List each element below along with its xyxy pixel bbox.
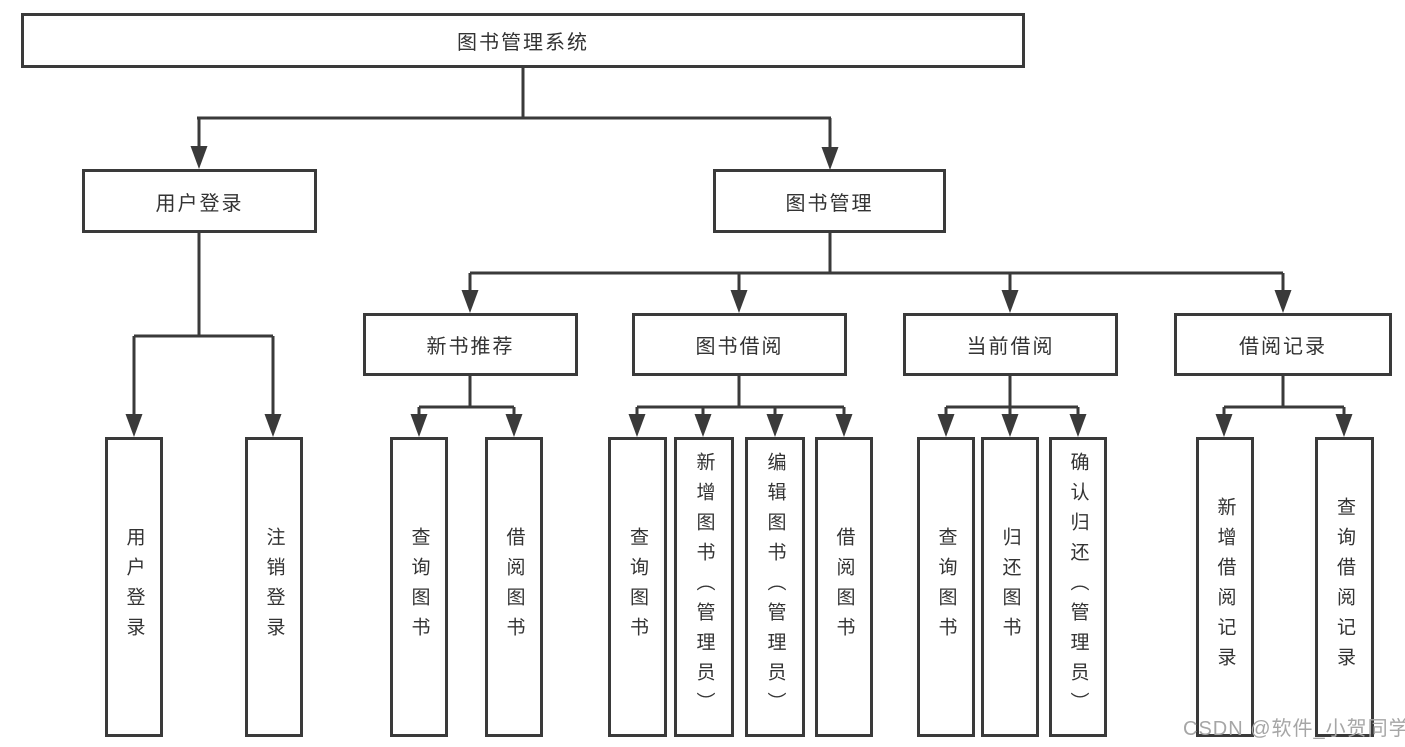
node-borrow-records-label: 借阅记录 <box>1239 336 1327 358</box>
node-new-book-recommend-label: 新书推荐 <box>426 336 515 358</box>
node-leaf-query-book-current-label: 查询图书 <box>935 527 957 647</box>
node-leaf-confirm-return-admin: 确认归还（管理员） <box>1049 437 1107 737</box>
node-book-management: 图书管理 <box>713 169 946 233</box>
node-leaf-add-book-admin: 新增图书（管理员） <box>674 437 734 737</box>
watermark: CSDN @软件_小贺同学 <box>1183 718 1405 740</box>
node-leaf-add-borrow-record-label: 新增借阅记录 <box>1214 497 1236 677</box>
node-leaf-add-borrow-record: 新增借阅记录 <box>1196 437 1254 737</box>
node-root-label: 图书管理系统 <box>457 32 589 54</box>
node-root: 图书管理系统 <box>21 13 1025 68</box>
node-leaf-return-book: 归还图书 <box>981 437 1039 737</box>
node-book-management-label: 图书管理 <box>785 192 874 215</box>
node-leaf-query-book-borrow: 查询图书 <box>608 437 667 737</box>
node-leaf-user-login-label: 用户登录 <box>123 527 145 647</box>
node-leaf-confirm-return-admin-label: 确认归还（管理员） <box>1067 452 1089 722</box>
node-user-login-label: 用户登录 <box>155 192 244 215</box>
node-book-borrow-label: 图书借阅 <box>695 336 784 358</box>
node-book-borrow: 图书借阅 <box>632 313 847 376</box>
node-leaf-borrow-book-recommend-label: 借阅图书 <box>503 527 525 647</box>
node-leaf-borrow-book: 借阅图书 <box>815 437 873 737</box>
node-new-book-recommend: 新书推荐 <box>363 313 578 376</box>
node-leaf-query-book-borrow-label: 查询图书 <box>627 527 648 647</box>
node-current-borrow: 当前借阅 <box>903 313 1118 376</box>
node-leaf-edit-book-admin: 编辑图书（管理员） <box>745 437 805 737</box>
node-leaf-query-book-recommend: 查询图书 <box>390 437 448 737</box>
node-leaf-edit-book-admin-label: 编辑图书（管理员） <box>764 452 786 722</box>
node-leaf-add-book-admin-label: 新增图书（管理员） <box>693 452 715 722</box>
node-leaf-query-borrow-record: 查询借阅记录 <box>1315 437 1374 737</box>
node-leaf-query-borrow-record-label: 查询借阅记录 <box>1334 497 1355 677</box>
node-leaf-logout-label: 注销登录 <box>263 527 285 647</box>
node-leaf-borrow-book-recommend: 借阅图书 <box>485 437 543 737</box>
node-leaf-logout: 注销登录 <box>245 437 303 737</box>
node-borrow-records: 借阅记录 <box>1174 313 1392 376</box>
node-leaf-query-book-current: 查询图书 <box>917 437 975 737</box>
node-leaf-borrow-book-label: 借阅图书 <box>833 527 855 647</box>
node-leaf-user-login: 用户登录 <box>105 437 163 737</box>
node-leaf-query-book-recommend-label: 查询图书 <box>408 527 430 647</box>
node-leaf-return-book-label: 归还图书 <box>999 527 1021 647</box>
node-current-borrow-label: 当前借阅 <box>966 336 1055 358</box>
arrowhead-icons <box>125 146 1353 437</box>
node-user-login: 用户登录 <box>82 169 317 233</box>
